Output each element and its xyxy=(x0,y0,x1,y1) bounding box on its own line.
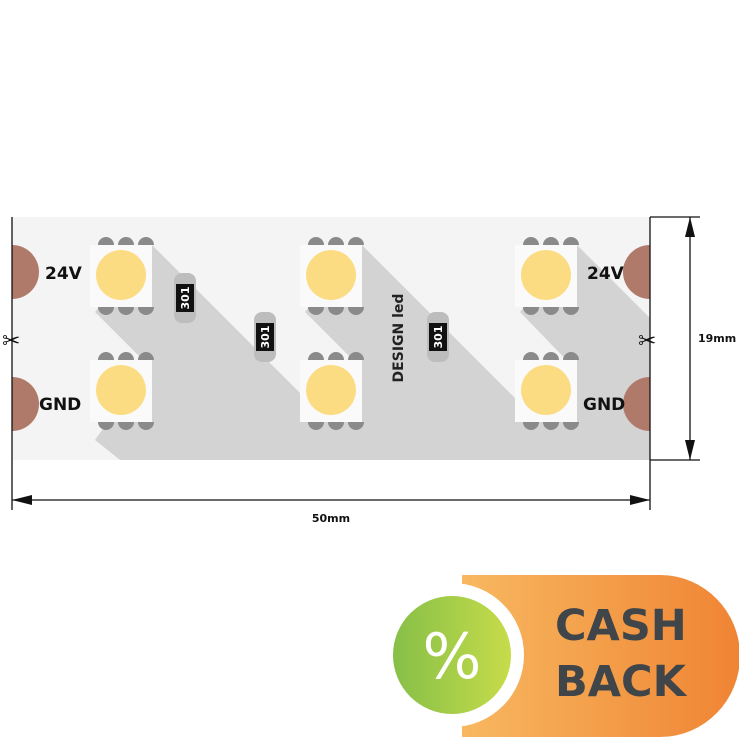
percent-icon xyxy=(393,596,511,714)
smd-led xyxy=(300,352,364,430)
smd-led xyxy=(515,352,579,430)
pad-label-gnd-right: GND xyxy=(583,395,625,415)
scissors-icon: ✂ xyxy=(638,329,656,354)
svg-text:BACK: BACK xyxy=(555,657,688,707)
svg-text:DESIGN led: DESIGN led xyxy=(391,294,407,383)
svg-text:301: 301 xyxy=(259,326,272,349)
svg-text:301: 301 xyxy=(179,287,192,310)
svg-text:%: % xyxy=(423,620,482,693)
pad-label-24v-right: 24V xyxy=(587,264,625,284)
designled-logo: DESIGN led xyxy=(391,294,407,383)
scissors-icon: ✂ xyxy=(2,329,20,354)
pad-label-24v-left: 24V xyxy=(45,264,83,284)
solder-pads xyxy=(12,245,650,431)
resistor: 301 xyxy=(254,312,276,362)
smd-led xyxy=(515,237,579,315)
svg-text:CASH: CASH xyxy=(555,601,687,651)
smd-led xyxy=(90,237,154,315)
height-dimension: 19mm xyxy=(698,332,736,345)
smd-led xyxy=(300,237,364,315)
cashback-badge: % CASH BACK xyxy=(380,575,739,737)
resistor: 301 xyxy=(427,312,449,362)
pad-label-gnd-left: GND xyxy=(39,395,81,415)
dimension-lines xyxy=(11,216,700,510)
smd-led xyxy=(90,352,154,430)
width-dimension: 50mm xyxy=(312,512,350,525)
svg-text:301: 301 xyxy=(432,326,445,349)
resistor: 301 xyxy=(174,273,196,323)
